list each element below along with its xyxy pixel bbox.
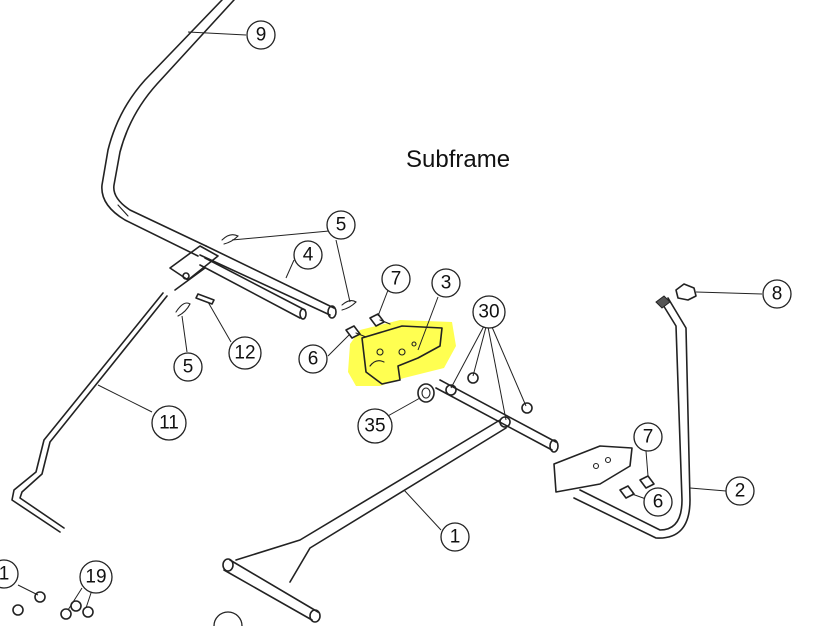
- part-4-cross-tube: [169, 245, 337, 320]
- svg-text:4: 4: [303, 245, 314, 266]
- diagram-title: Subframe: [406, 146, 511, 173]
- part-35-bushing: [417, 383, 435, 403]
- svg-text:35: 35: [364, 416, 385, 437]
- svg-text:1: 1: [0, 564, 9, 585]
- part-12-pin: [195, 293, 215, 305]
- svg-text:9: 9: [256, 25, 267, 46]
- callout-30: 30: [472, 295, 506, 329]
- part-2-right-handle: [553, 295, 691, 539]
- callout-8: 8: [762, 279, 792, 309]
- callouts: 9 5 4 7 3 30 8 6 12 5 35 11 7 6 2 1 19 1: [0, 20, 792, 594]
- callout-9: 9: [246, 20, 276, 50]
- part-30-nuts: [445, 372, 533, 428]
- callout-6-upper: 6: [298, 344, 328, 374]
- callout-7-upper: 7: [381, 264, 411, 294]
- svg-text:5: 5: [336, 215, 347, 236]
- svg-text:19: 19: [85, 567, 106, 588]
- callout-5-upper: 5: [326, 210, 356, 240]
- callout-2: 2: [725, 476, 755, 506]
- part-7-bolt-upper: [369, 313, 391, 327]
- svg-text:5: 5: [183, 357, 194, 378]
- part-6-bolt-upper: [345, 325, 367, 339]
- svg-text:11: 11: [159, 413, 179, 434]
- svg-text:12: 12: [234, 343, 255, 364]
- svg-text:7: 7: [643, 427, 654, 448]
- callout-11: 11: [151, 405, 187, 441]
- svg-text:6: 6: [308, 349, 319, 370]
- svg-text:6: 6: [653, 492, 664, 513]
- part-9-handle-bar: [101, 0, 235, 257]
- callout-6-lower: 6: [643, 487, 673, 517]
- part-5-hair-pin-clips: [175, 234, 357, 317]
- svg-text:3: 3: [441, 273, 452, 294]
- callout-4: 4: [293, 240, 323, 270]
- callout-3: 3: [431, 268, 461, 298]
- part-8-nut: [675, 283, 697, 301]
- callout-19: 19: [79, 560, 113, 594]
- callout-1-left: 1: [0, 559, 19, 589]
- part-3-bracket: [348, 320, 456, 386]
- svg-text:30: 30: [478, 302, 499, 323]
- part-6-bolt-lower: [619, 485, 635, 499]
- callout-1: 1: [440, 522, 470, 552]
- svg-text:7: 7: [391, 269, 402, 290]
- part-1-main-frame: [222, 379, 559, 623]
- part-19-bolts: [12, 591, 94, 620]
- svg-text:1: 1: [450, 527, 461, 548]
- svg-text:2: 2: [735, 481, 746, 502]
- callout-5-lower: 5: [173, 352, 203, 382]
- callout-35: 35: [357, 408, 393, 444]
- part-11-rod: [11, 292, 168, 533]
- leader-lines: [17, 31, 763, 611]
- callout-partial-bottom: [213, 611, 243, 626]
- part-7-bolt-lower: [639, 475, 655, 489]
- callout-7-lower: 7: [633, 422, 663, 452]
- callout-12: 12: [228, 336, 262, 370]
- svg-text:8: 8: [772, 284, 783, 305]
